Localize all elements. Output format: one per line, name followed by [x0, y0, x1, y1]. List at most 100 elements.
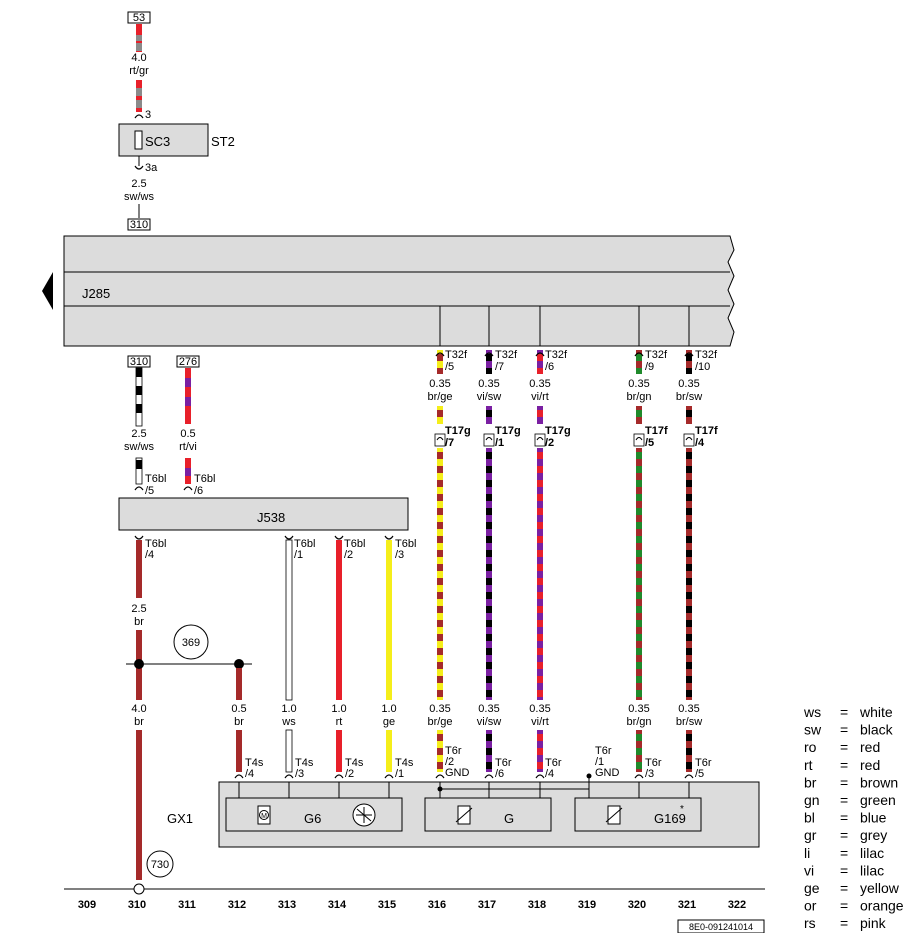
- wire-size: 0.35: [429, 703, 450, 715]
- pin-label: /9: [645, 361, 654, 373]
- wire-size: 1.0: [281, 703, 296, 715]
- wire-stripe: [537, 662, 543, 669]
- wire-stripe: [537, 648, 543, 655]
- legend-name: yellow: [860, 880, 900, 896]
- connector-arc: [635, 437, 643, 441]
- wire-stripe: [486, 620, 492, 627]
- wire-stripe: [537, 690, 543, 697]
- wire-stripe: [437, 480, 443, 487]
- wire-stripe: [437, 452, 443, 459]
- wire-segment: [486, 448, 492, 700]
- legend-code: vi: [804, 862, 814, 878]
- connector-label: T6bl: [145, 538, 166, 550]
- wire-stripe: [686, 466, 692, 473]
- legend-code: or: [804, 898, 817, 914]
- legend-code: gn: [804, 792, 820, 808]
- legend-equals: =: [840, 827, 848, 843]
- wire-stripe: [636, 564, 642, 571]
- legend-code: sw: [804, 722, 822, 738]
- connector-label: T6r: [695, 757, 712, 769]
- document-code-text: 8E0-091241014: [689, 922, 753, 932]
- color-legend: ws=whitesw=blackro=redrt=redbr=browngn=g…: [803, 704, 904, 931]
- wire-size: 0.35: [429, 378, 450, 390]
- pin-arc: [634, 352, 644, 357]
- pin-label: /1: [294, 549, 303, 561]
- feed-276-group: 276 0.5 rt/vi T6bl /6: [176, 355, 215, 497]
- wire-color: vi/rt: [531, 391, 549, 403]
- legend-code: li: [804, 845, 810, 861]
- wire-stripe: [686, 662, 692, 669]
- connector-label: T17g: [545, 425, 571, 437]
- g169-label: G169: [654, 811, 686, 826]
- wire-size: 0.35: [478, 378, 499, 390]
- pin-label: /3: [295, 768, 304, 780]
- wire-stripe: [537, 522, 543, 529]
- connector-symbol: [683, 433, 695, 447]
- legend-name: red: [860, 739, 880, 755]
- wire-stripe: [486, 536, 492, 543]
- wire-stripe: [486, 494, 492, 501]
- connector-label: T32f: [545, 349, 568, 361]
- wire-stripe: [686, 592, 692, 599]
- pin-label: /2: [344, 549, 353, 561]
- column-number: 314: [328, 899, 347, 911]
- connector-label: T32f: [445, 349, 468, 361]
- ref-53: 53: [133, 12, 145, 24]
- wire-stripe: [537, 354, 543, 361]
- legend-name: pink: [860, 915, 887, 931]
- legend-equals: =: [840, 915, 848, 931]
- pin-label: /1: [595, 756, 604, 768]
- connector-label: T6bl: [294, 538, 315, 550]
- wire-stripe: [636, 676, 642, 683]
- column-number: 313: [278, 899, 296, 911]
- wire-stripe: [636, 480, 642, 487]
- pin-label: /3: [395, 549, 404, 561]
- wire-stripe: [437, 410, 443, 417]
- legend-name: lilac: [860, 845, 884, 861]
- wire-size: 0.35: [529, 378, 550, 390]
- upper-wire-labels: 0.35 br/ge 0.35 vi/sw 0.35 vi/rt 0.35 br…: [427, 378, 702, 403]
- connector-symbol: [434, 433, 446, 447]
- wire-stripe: [537, 606, 543, 613]
- wire-stripe: [636, 410, 642, 417]
- wire-color: rt/vi: [179, 441, 197, 453]
- wire-segment: [437, 448, 443, 700]
- wire-stripe: [437, 494, 443, 501]
- wire-size: 0.5: [180, 428, 195, 440]
- wire-stripe: [636, 536, 642, 543]
- level-sensor-icon: [455, 805, 473, 825]
- legend-name: red: [860, 757, 880, 773]
- ref-276: 276: [179, 356, 197, 368]
- wire-stripe: [537, 592, 543, 599]
- connector-label: T32f: [695, 349, 718, 361]
- wire-stripe: [486, 592, 492, 599]
- wire-stripe: [486, 676, 492, 683]
- legend-equals: =: [840, 792, 848, 808]
- wire-stripe: [486, 762, 492, 769]
- pin-label: /4: [545, 768, 554, 780]
- legend-code: br: [804, 774, 817, 790]
- column-number: 312: [228, 899, 246, 911]
- j285-label: J285: [82, 286, 110, 301]
- signal-wires: [434, 350, 695, 772]
- connector-label: T6bl: [344, 538, 365, 550]
- pin-label: /10: [695, 361, 710, 373]
- connector-label: T32f: [645, 349, 668, 361]
- legend-equals: =: [840, 898, 848, 914]
- wire-stripe: [537, 620, 543, 627]
- wire-stripe: [486, 508, 492, 515]
- wire-stripe: [537, 578, 543, 585]
- wire-stripe: [686, 368, 692, 374]
- legend-name: orange: [860, 898, 904, 914]
- pump-symbol-icon: [352, 803, 376, 827]
- wire-segment: [486, 350, 492, 374]
- wire-stripe: [686, 620, 692, 627]
- junction-dot: [234, 659, 244, 669]
- pin-label: /5: [445, 361, 454, 373]
- wire-size: 2.5: [131, 428, 146, 440]
- wire-stripe: [486, 634, 492, 641]
- wire-stripe: [686, 550, 692, 557]
- wire-stripe: [636, 354, 642, 361]
- sc3-output: 3a 2.5 sw/ws 310: [124, 156, 158, 231]
- wire-segment: [636, 350, 642, 374]
